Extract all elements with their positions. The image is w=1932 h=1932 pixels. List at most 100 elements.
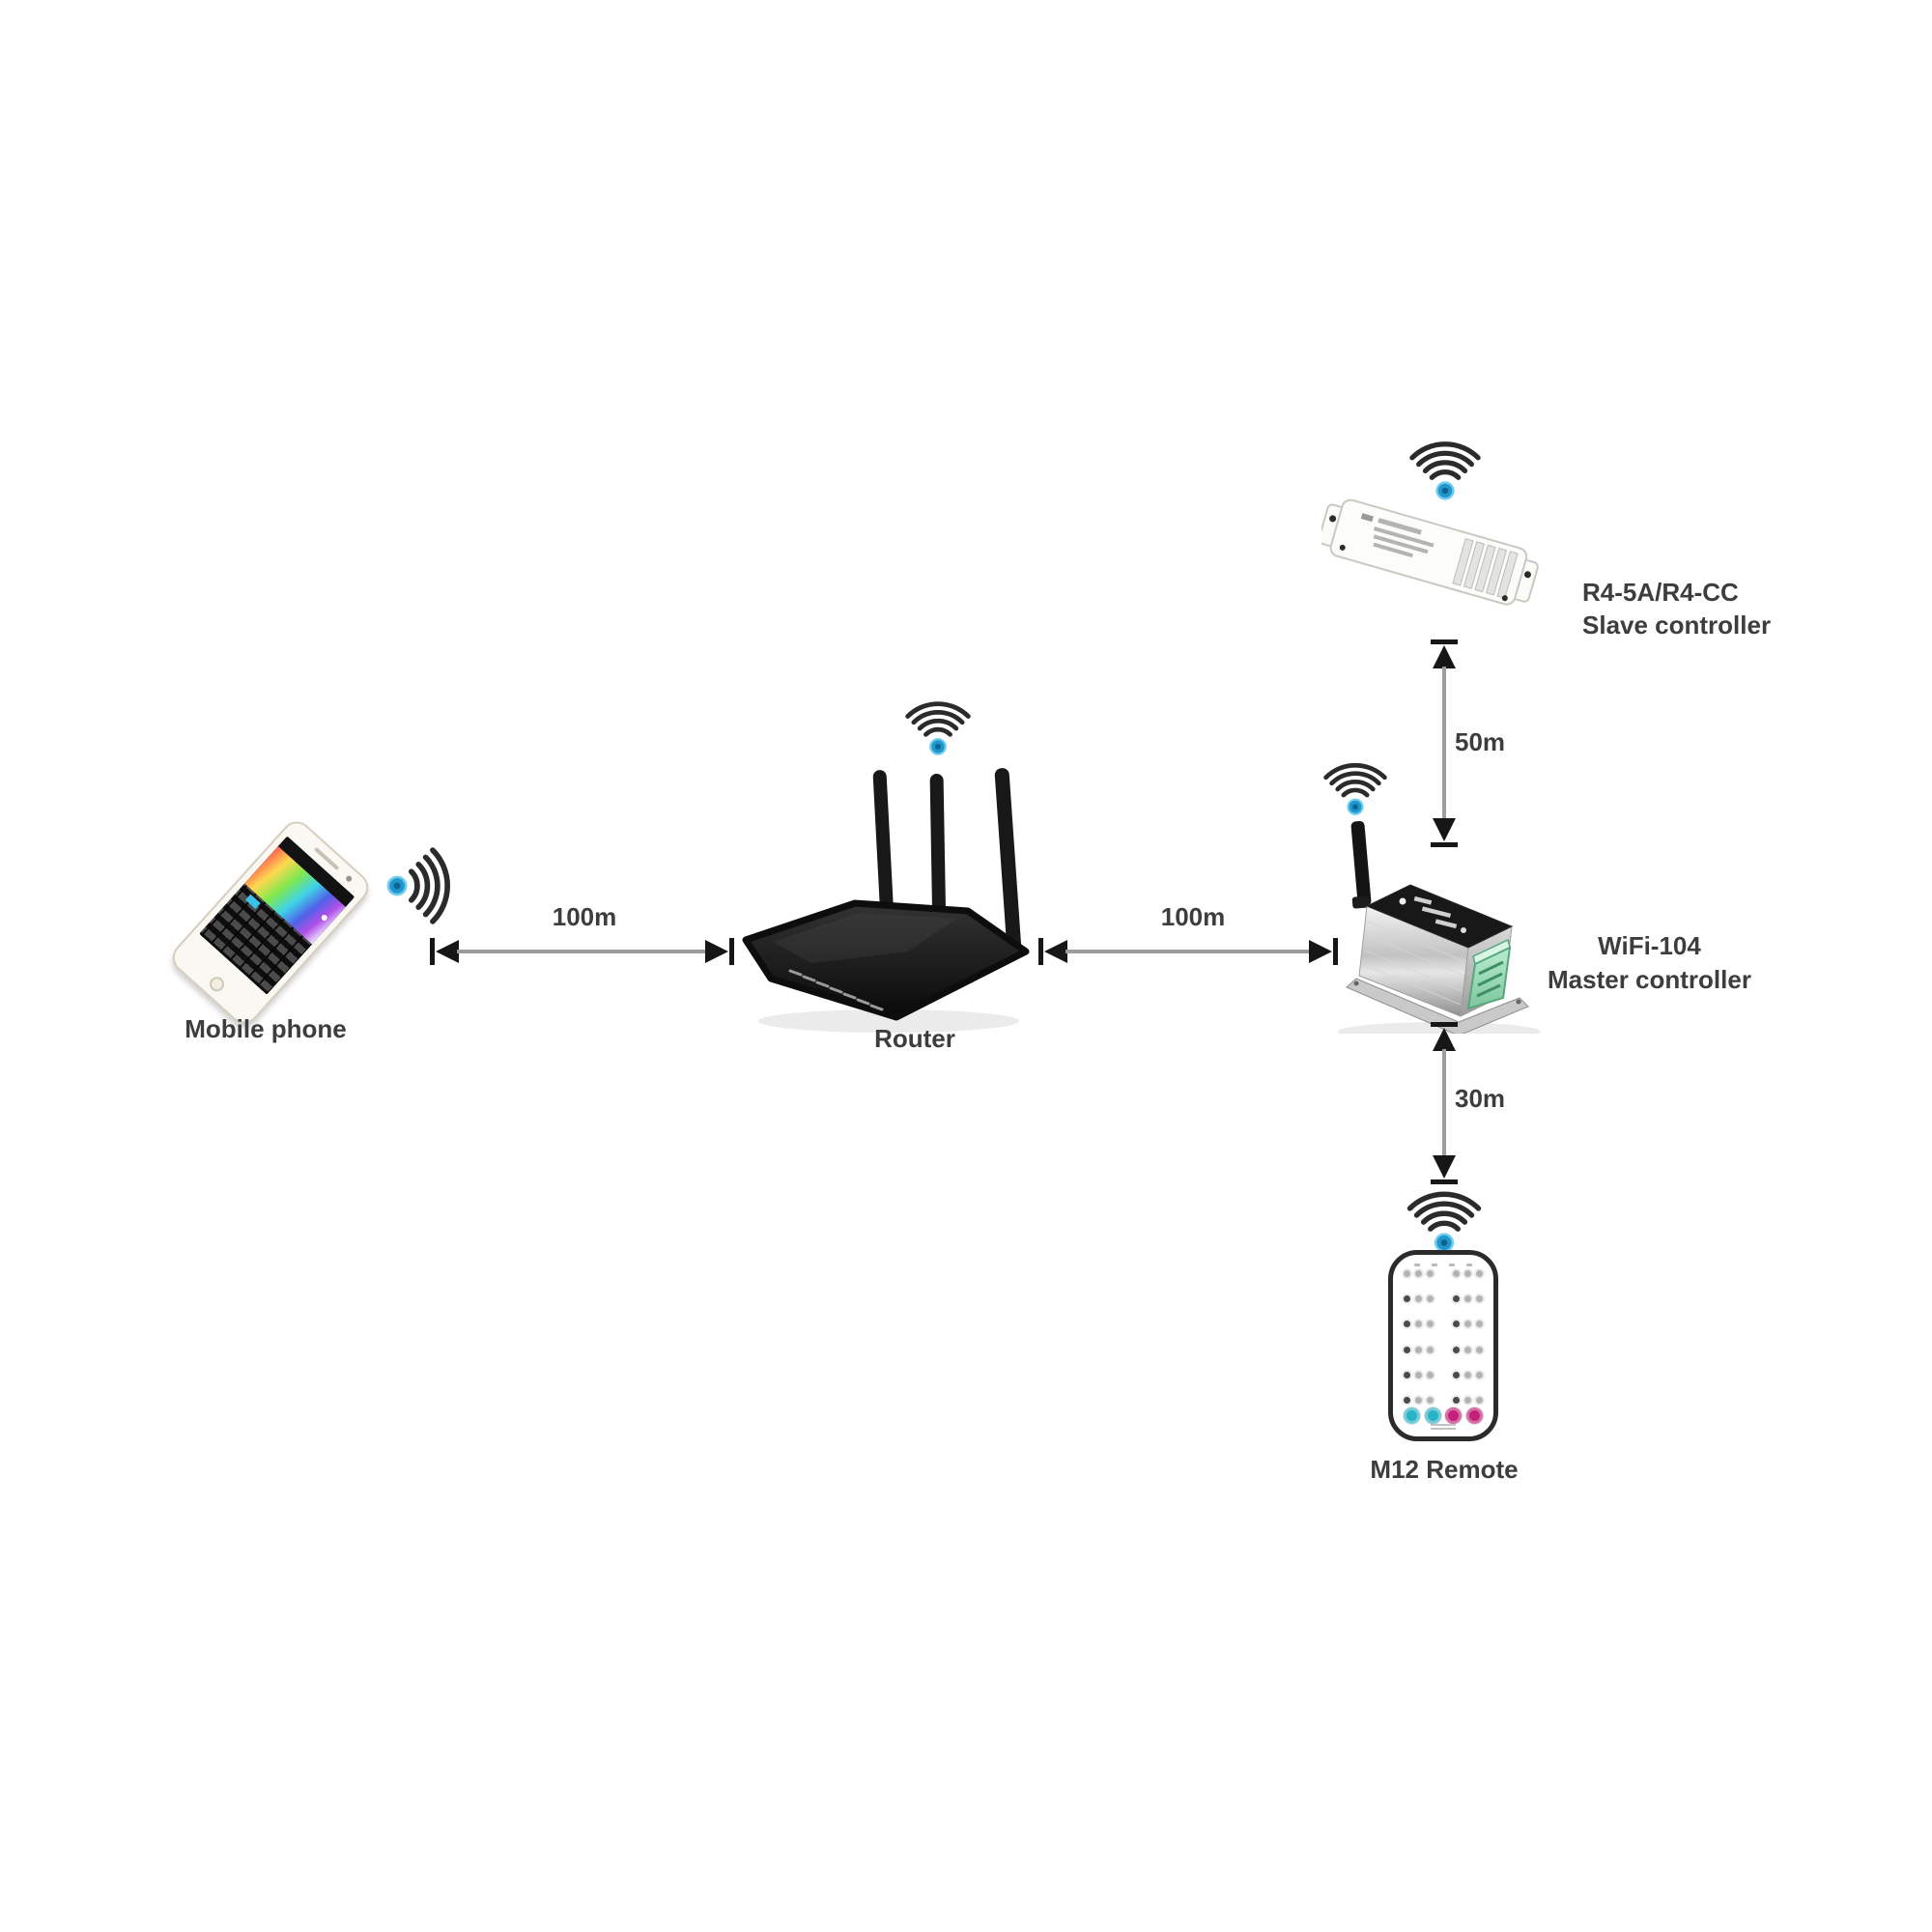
remote-button [1404,1371,1410,1378]
distance-arrow-phone-router [430,938,734,965]
phone-home-button [206,974,228,995]
remote-color-button [1465,1407,1483,1424]
phone-camera [344,874,354,883]
remote-button [1404,1321,1410,1328]
remote-button-row [1403,1295,1484,1303]
flange-screw-left [1353,980,1359,986]
master-controller-name: WiFi-104 [1598,931,1701,960]
remote-button-grid [1403,1270,1484,1404]
m12-remote-device [1388,1250,1498,1441]
remote-button [1464,1321,1471,1328]
remote-color-button [1445,1407,1463,1424]
remote-button [1415,1270,1422,1277]
remote-button [1453,1321,1460,1328]
distance-label-master-slave: 50m [1455,727,1506,756]
remote-button-row [1403,1321,1484,1328]
distance-arrow-master-remote [1431,1022,1458,1184]
wifi-signal-icon [384,843,462,928]
remote-button [1427,1346,1434,1353]
remote-button [1415,1396,1422,1404]
master-antenna-base [1351,895,1371,909]
wifi-signal-icon [1320,753,1391,817]
remote-color-button [1404,1407,1420,1424]
slave-controller-role: Slave controller [1582,611,1772,639]
color-picker-cursor [320,913,328,923]
distance-arrow-router-master [1038,938,1338,965]
remote-button [1404,1346,1410,1353]
slave-body [1329,498,1528,606]
remote-button [1453,1270,1460,1277]
remote-button-row [1403,1270,1484,1277]
master-shadow [1338,1022,1541,1034]
router-vents [788,969,884,1011]
remote-button [1476,1371,1483,1378]
remote-button [1453,1396,1460,1404]
remote-button [1404,1270,1410,1277]
distance-label-master-remote: 30m [1455,1084,1506,1113]
mobile-phone-body [166,814,375,1031]
remote-button [1453,1371,1460,1378]
master-mounting-flange [1346,978,1529,1034]
slave-printed-text [1360,513,1435,558]
slave-terminal-teeth [1452,538,1519,599]
master-controller-label: WiFi-104 Master controller [1531,929,1768,997]
distance-label-router-master: 100m [1160,902,1226,931]
remote-button [1415,1371,1422,1378]
slave-controller-label: R4-5A/R4-CC Slave controller [1582,576,1833,641]
terminal-slots [1476,960,1504,998]
slave-controller-device [1321,498,1539,606]
remote-button [1464,1346,1471,1353]
remote-button [1453,1346,1460,1353]
router-antenna-middle [929,774,947,936]
remote-button [1464,1371,1471,1378]
flange-screw-right [1516,999,1521,1005]
remote-button-row [1403,1396,1484,1404]
remote-button [1415,1346,1422,1353]
remote-button [1476,1346,1483,1353]
remote-button [1476,1321,1483,1328]
remote-button [1464,1295,1471,1303]
master-controller-role: Master controller [1548,965,1751,994]
remote-button [1427,1295,1434,1303]
remote-color-button [1424,1407,1441,1424]
router-body [742,899,1030,1021]
distance-label-phone-router: 100m [552,902,617,931]
remote-button [1464,1270,1471,1277]
remote-button [1453,1295,1460,1303]
mobile-phone-label: Mobile phone [185,1014,347,1043]
master-panel-markings [1399,895,1466,933]
slave-screw-holes [1329,515,1531,602]
remote-button [1415,1295,1422,1303]
distance-arrow-master-slave [1431,639,1458,847]
wifi-signal-icon [1403,1180,1486,1255]
slave-controller-name: R4-5A/R4-CC [1582,578,1739,607]
phone-highlighted-key [244,894,261,909]
remote-fineprint [1403,1424,1484,1430]
router-shadow [758,1009,1019,1033]
remote-button [1476,1396,1483,1404]
wifi-signal-icon [901,692,975,757]
master-controller-device [1338,820,1541,1034]
remote-button [1427,1321,1434,1328]
master-brushed-lines [1361,921,1467,1006]
m12-remote-label: M12 Remote [1370,1455,1519,1484]
router-sheen [773,913,956,963]
master-antenna [1350,820,1372,907]
router-label: Router [874,1024,955,1053]
remote-button [1415,1321,1422,1328]
remote-button [1476,1295,1483,1303]
remote-button [1476,1270,1483,1277]
remote-top-ticks [1403,1264,1484,1266]
remote-color-row [1403,1407,1484,1424]
remote-button-row [1403,1371,1484,1378]
remote-button [1427,1270,1434,1277]
remote-button [1404,1396,1410,1404]
mobile-phone-device [166,814,375,1031]
router-antenna-right [994,768,1022,953]
router-device [742,768,1030,1033]
remote-button [1427,1371,1434,1378]
router-antenna-left [872,770,895,940]
remote-button [1464,1396,1471,1404]
remote-button [1427,1396,1434,1404]
